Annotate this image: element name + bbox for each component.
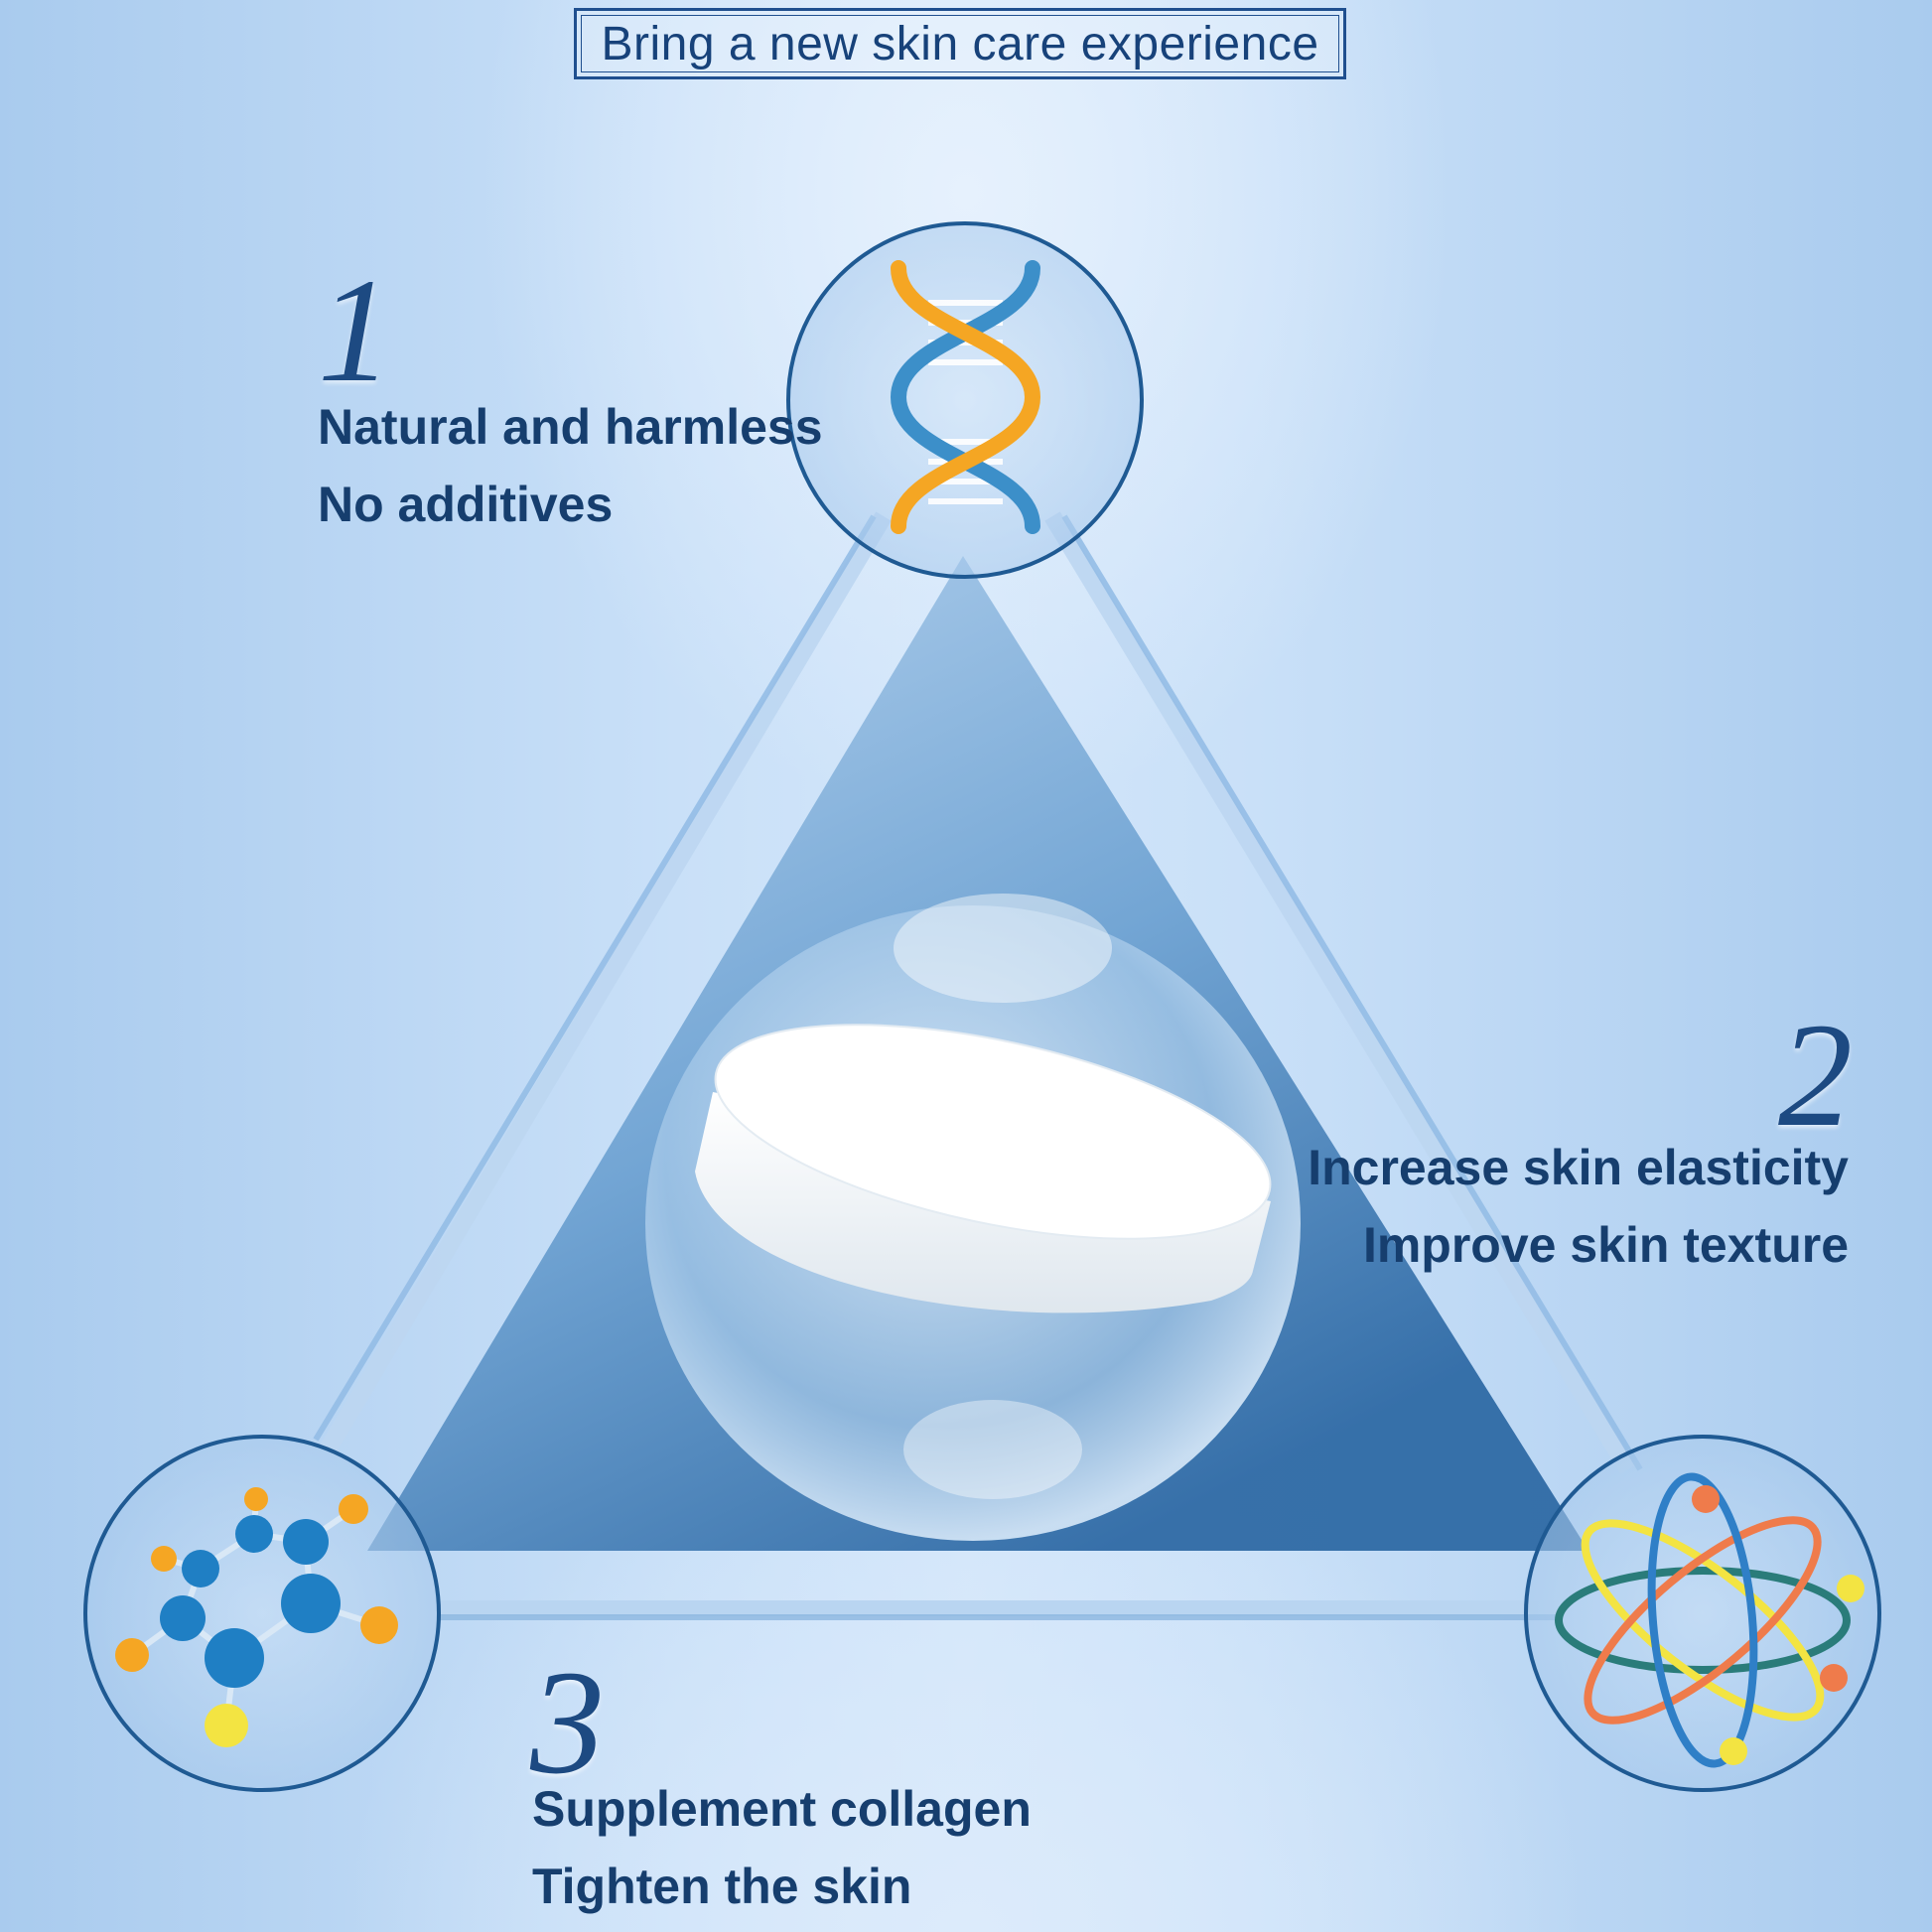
feature-3-line-2: Tighten the skin: [532, 1859, 912, 1914]
atom-icon: [1555, 1472, 1851, 1768]
circle-top: [786, 221, 1144, 579]
header-title: Bring a new skin care experience: [574, 8, 1346, 79]
feature-1-text: Natural and harmless No additives: [318, 388, 823, 543]
feature-2-line-2: Improve skin texture: [1362, 1217, 1849, 1273]
feature-1-line-2: No additives: [318, 477, 614, 532]
feature-1-number: 1: [318, 248, 392, 413]
dna-icon: [890, 260, 1041, 534]
feature-3-line-1: Supplement collagen: [532, 1781, 1032, 1837]
feature-3-number: 3: [530, 1640, 605, 1805]
triangle-base: [437, 1600, 1559, 1616]
feature-2-text: Increase skin elasticity Improve skin te…: [1308, 1129, 1849, 1284]
outer-triangle: [320, 511, 1636, 1474]
feature-2-line-1: Increase skin elasticity: [1308, 1140, 1849, 1195]
feature-2-number: 2: [1778, 993, 1853, 1158]
molecule-icon: [115, 1487, 398, 1747]
tablet-image: [695, 1024, 1272, 1313]
feature-1-line-1: Natural and harmless: [318, 399, 823, 455]
feature-3-text: Supplement collagen Tighten the skin: [532, 1770, 1032, 1925]
circle-left: [83, 1435, 441, 1792]
